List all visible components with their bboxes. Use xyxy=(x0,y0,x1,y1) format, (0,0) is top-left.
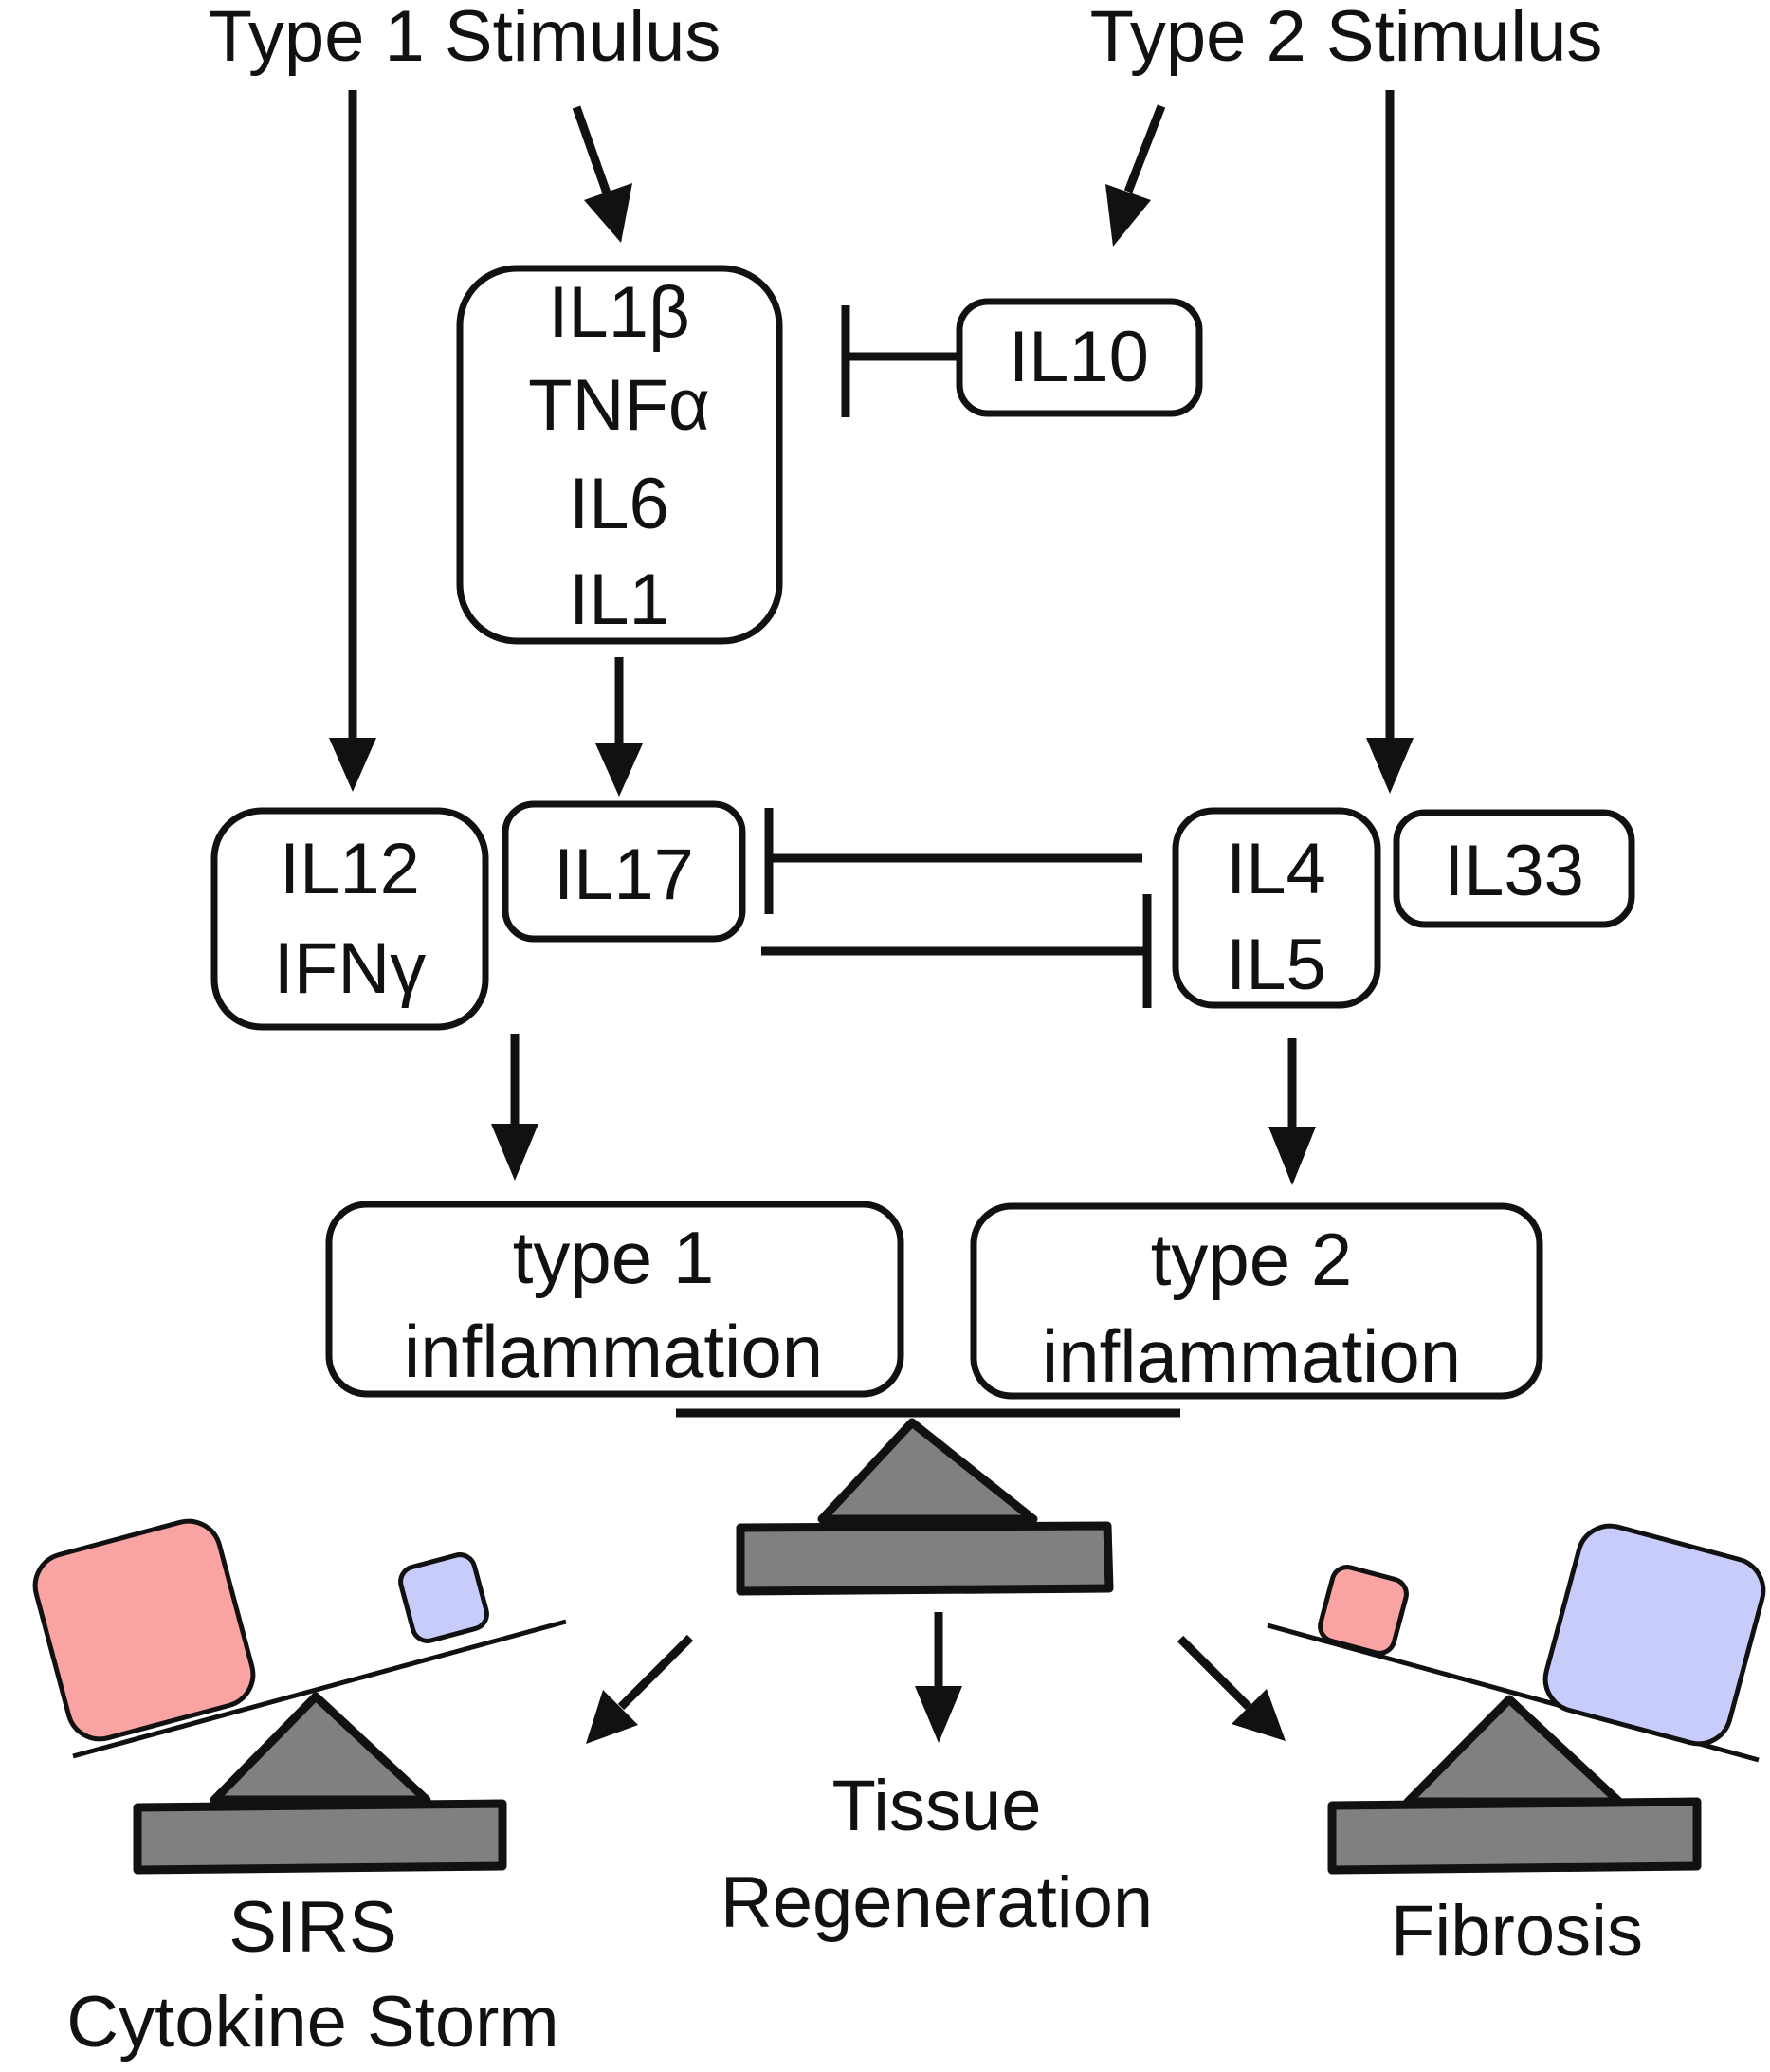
il1b-label: IL1β xyxy=(548,272,689,353)
il6-label: IL6 xyxy=(569,464,669,544)
arrow-to-tissue-regeneration xyxy=(915,1612,962,1743)
arrow-to-sirs xyxy=(586,1634,694,1744)
type2-stimulus-label: Type 2 Stimulus xyxy=(1090,0,1603,77)
fibrosis-label: Fibrosis xyxy=(1391,1891,1643,1971)
cytokine-storm-label: Cytokine Storm xyxy=(66,1982,559,2063)
sirs-label: SIRS xyxy=(228,1887,396,1968)
inhibit-il4-to-il17 xyxy=(764,808,1142,914)
il33-box xyxy=(1393,809,1635,928)
right-tipped-scale xyxy=(1267,1523,1766,1875)
tnfa-label: TNFα xyxy=(528,365,710,446)
left-tipped-scale xyxy=(32,1518,567,1875)
il17-label: IL17 xyxy=(554,834,694,915)
ifng-label: IFNγ xyxy=(274,928,426,1009)
type2-weight-small xyxy=(398,1552,489,1643)
il5-label: IL5 xyxy=(1226,925,1326,1005)
arrow-type1-stimulus-to-il12 xyxy=(329,90,376,792)
il17-box xyxy=(502,800,746,943)
inhibit-il10-to-proinflammatory xyxy=(841,305,959,417)
central-balance-scale xyxy=(676,1408,1180,1596)
regeneration-label: Regeneration xyxy=(721,1862,1153,1943)
type1-inflammation-line1: type 1 xyxy=(513,1216,714,1299)
arrow-il4-to-type2-inflammation xyxy=(1268,1038,1316,1185)
proinflammatory-cytokine-box xyxy=(456,265,783,645)
arrow-type2-stimulus-to-il4-il5 xyxy=(1366,90,1414,794)
type1-weight-large xyxy=(32,1518,256,1742)
type1-weight-small xyxy=(1318,1565,1409,1656)
arrow-type2-stimulus-to-il10 xyxy=(1105,104,1166,247)
inhibit-il17-to-il4 xyxy=(761,894,1152,1008)
arrow-proinflammatory-to-il17 xyxy=(595,657,643,797)
arrow-type1-stimulus-to-proinflammatory xyxy=(572,105,632,243)
il1-label: IL1 xyxy=(569,559,669,640)
type2-inflammation-box xyxy=(970,1202,1543,1400)
type1-inflammation-box xyxy=(325,1201,904,1398)
type2-weight-large xyxy=(1542,1523,1766,1747)
il12-label: IL12 xyxy=(280,829,420,909)
arrow-to-fibrosis xyxy=(1177,1635,1286,1741)
arrow-il12-to-type1-inflammation xyxy=(491,1034,538,1181)
tissue-label: Tissue xyxy=(831,1766,1041,1846)
il33-label: IL33 xyxy=(1444,831,1584,911)
type1-inflammation-line2: inflammation xyxy=(404,1310,823,1393)
il4-il5-box xyxy=(1172,807,1381,1009)
type2-inflammation-line1: type 2 xyxy=(1151,1218,1352,1301)
il12-ifng-box xyxy=(210,807,489,1031)
il4-label: IL4 xyxy=(1226,829,1326,909)
type2-inflammation-line2: inflammation xyxy=(1042,1314,1461,1398)
il10-label: IL10 xyxy=(1009,317,1149,397)
type1-stimulus-label: Type 1 Stimulus xyxy=(209,0,721,77)
